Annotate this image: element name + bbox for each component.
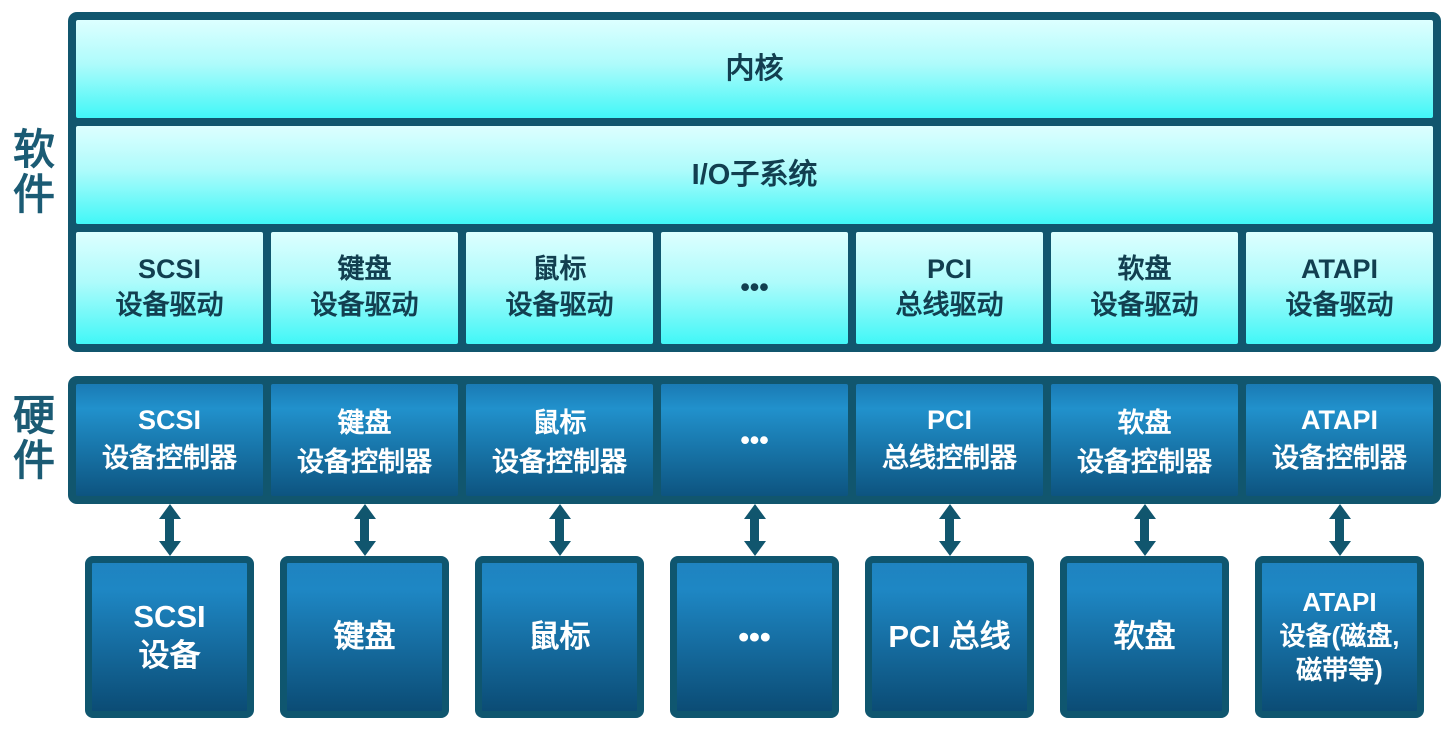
controller-box-mouse: 鼠标 设备控制器 bbox=[466, 384, 653, 496]
controller-row: SCSI 设备控制器 键盘 设备控制器 鼠标 设备控制器 ••• PCI 总线控… bbox=[76, 384, 1433, 496]
diagram-content: 内核 I/O子系统 SCSI 设备驱动 键盘 设备驱动 鼠标 设备驱动 ••• … bbox=[68, 12, 1441, 718]
device-box-keyboard: 键盘 bbox=[280, 556, 449, 718]
controller-box-keyboard: 键盘 设备控制器 bbox=[271, 384, 458, 496]
io-subsystem-box: I/O子系统 bbox=[76, 126, 1433, 224]
software-section-label: 软件 bbox=[12, 126, 55, 218]
kernel-box: 内核 bbox=[76, 20, 1433, 118]
controller-box-floppy: 软盘 设备控制器 bbox=[1051, 384, 1238, 496]
device-box-mouse: 鼠标 bbox=[475, 556, 644, 718]
device-col-5: PCI 总线 bbox=[856, 556, 1043, 718]
device-col-7: ATAPI 设备(磁盘, 磁带等) bbox=[1246, 556, 1433, 718]
arrow-col-7 bbox=[1246, 504, 1433, 556]
device-box-scsi: SCSI 设备 bbox=[85, 556, 254, 718]
double-arrow-icon bbox=[353, 504, 376, 556]
device-box-floppy: 软盘 bbox=[1060, 556, 1229, 718]
controller-box-atapi: ATAPI 设备控制器 bbox=[1246, 384, 1433, 496]
device-col-4: ••• bbox=[661, 556, 848, 718]
controller-block: SCSI 设备控制器 键盘 设备控制器 鼠标 设备控制器 ••• PCI 总线控… bbox=[68, 376, 1441, 504]
device-col-3: 鼠标 bbox=[466, 556, 653, 718]
double-arrow-icon bbox=[938, 504, 961, 556]
double-arrow-icon bbox=[158, 504, 181, 556]
driver-box-pci: PCI 总线驱动 bbox=[856, 232, 1043, 344]
controller-box-ellipsis: ••• bbox=[661, 384, 848, 496]
arrow-col-1 bbox=[76, 504, 263, 556]
device-col-2: 键盘 bbox=[271, 556, 458, 718]
driver-box-atapi: ATAPI 设备驱动 bbox=[1246, 232, 1433, 344]
device-box-ellipsis: ••• bbox=[670, 556, 839, 718]
arrow-col-5 bbox=[856, 504, 1043, 556]
arrow-col-4 bbox=[661, 504, 848, 556]
controller-box-pci: PCI 总线控制器 bbox=[856, 384, 1043, 496]
hardware-section-label: 硬件 bbox=[12, 392, 55, 484]
controller-box-scsi: SCSI 设备控制器 bbox=[76, 384, 263, 496]
driver-box-keyboard: 键盘 设备驱动 bbox=[271, 232, 458, 344]
arrow-col-2 bbox=[271, 504, 458, 556]
driver-box-mouse: 鼠标 设备驱动 bbox=[466, 232, 653, 344]
arrow-col-3 bbox=[466, 504, 653, 556]
driver-box-ellipsis: ••• bbox=[661, 232, 848, 344]
double-arrow-icon bbox=[548, 504, 571, 556]
driver-row: SCSI 设备驱动 键盘 设备驱动 鼠标 设备驱动 ••• PCI 总线驱动 软… bbox=[76, 232, 1433, 344]
driver-box-floppy: 软盘 设备驱动 bbox=[1051, 232, 1238, 344]
device-box-pci-bus: PCI 总线 bbox=[865, 556, 1034, 718]
software-block: 内核 I/O子系统 SCSI 设备驱动 键盘 设备驱动 鼠标 设备驱动 ••• … bbox=[68, 12, 1441, 352]
driver-box-scsi: SCSI 设备驱动 bbox=[76, 232, 263, 344]
device-row: SCSI 设备 键盘 鼠标 ••• PCI 总线 软盘 ATAPI 设备(磁盘,… bbox=[68, 556, 1441, 718]
double-arrow-icon bbox=[1133, 504, 1156, 556]
device-col-1: SCSI 设备 bbox=[76, 556, 263, 718]
double-arrow-icon bbox=[743, 504, 766, 556]
double-arrow-icon bbox=[1328, 504, 1351, 556]
connector-arrow-row bbox=[68, 504, 1441, 556]
device-box-atapi: ATAPI 设备(磁盘, 磁带等) bbox=[1255, 556, 1424, 718]
device-col-6: 软盘 bbox=[1051, 556, 1238, 718]
arrow-col-6 bbox=[1051, 504, 1238, 556]
